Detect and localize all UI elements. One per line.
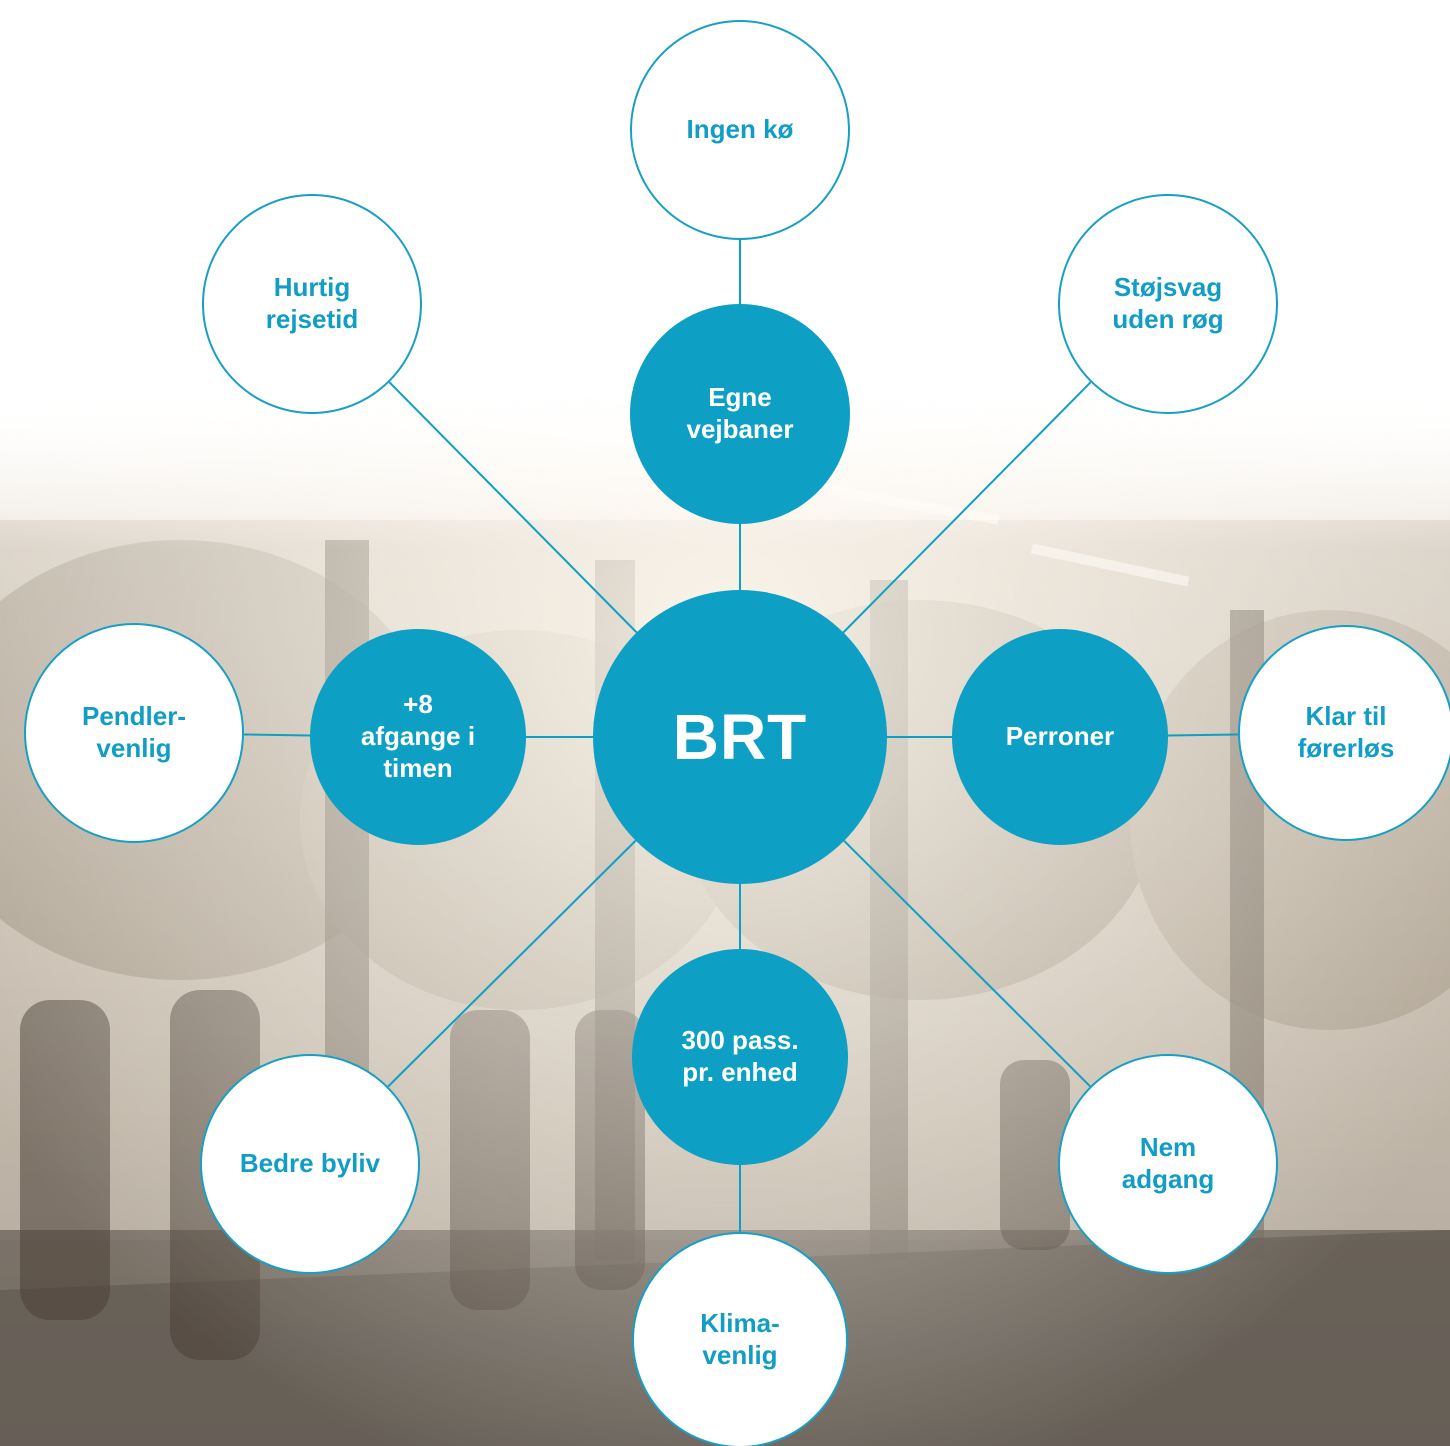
node-klimavenlig: Klima- venlig [632,1232,848,1446]
node-label: Klima- venlig [700,1308,780,1370]
node-label: Støjsvag uden røg [1112,272,1224,334]
node-ingen-ko: Ingen kø [630,20,850,240]
node-label: 300 pass. pr. enhed [681,1025,799,1087]
node-passagerer: 300 pass. pr. enhed [632,949,848,1165]
node-label: Hurtig rejsetid [265,272,359,334]
node-forerlos: Klar til førerløs [1238,625,1450,841]
node-perroner: Perroner [952,629,1168,845]
node-label: Ingen kø [686,114,794,145]
center-node-brt: BRT [593,590,887,884]
link-perroner-forerlos [1167,733,1239,737]
link-brt-nem-adgang [843,840,1091,1088]
node-label: Perroner [1005,721,1115,752]
node-stojsvag: Støjsvag uden røg [1058,194,1278,414]
link-brt-hurtig-rejsetid [388,381,638,634]
link-brt-bedre-byliv [387,839,637,1088]
link-afgange-pendlervenlig [243,733,311,737]
link-brt-stojsvag [842,381,1092,634]
center-node-label: BRT [672,700,808,773]
node-label: Egne vejbaner [686,382,794,444]
node-nem-adgang: Nem adgang [1058,1054,1278,1274]
node-hurtig-rejsetid: Hurtig rejsetid [202,194,422,414]
node-label: +8 afgange i timen [360,689,476,783]
node-label: Pendler- venlig [81,701,187,763]
node-label: Nem adgang [1121,1132,1215,1194]
node-label: Bedre byliv [239,1148,381,1179]
node-afgange: +8 afgange i timen [310,629,526,845]
node-bedre-byliv: Bedre byliv [200,1054,420,1274]
node-egne-vejbaner: Egne vejbaner [630,304,850,524]
node-label: Klar til førerløs [1297,701,1395,763]
node-pendlervenlig: Pendler- venlig [24,623,244,843]
